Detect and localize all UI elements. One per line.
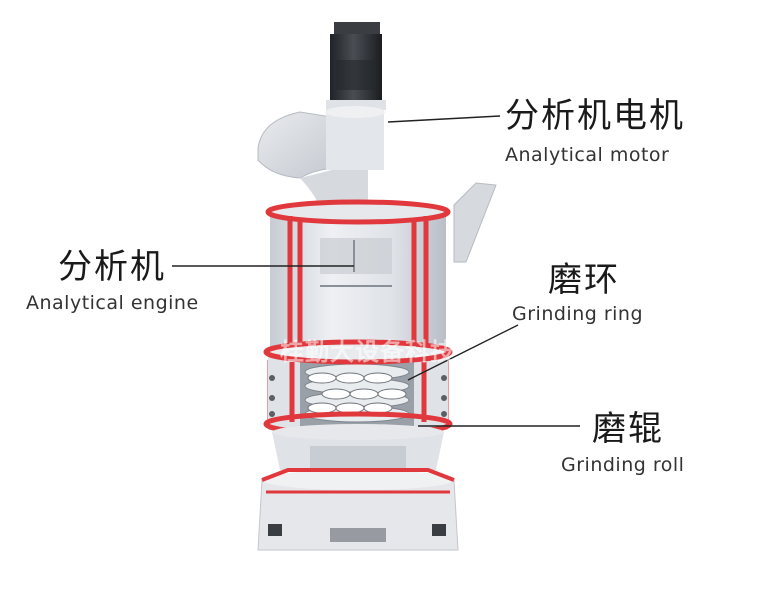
grinding-roll	[307, 372, 407, 414]
engine-label-en: Analytical engine	[26, 292, 199, 314]
feed-chute	[453, 182, 497, 263]
watermark-text: 桂勤大设备科技	[280, 338, 455, 366]
motor-label-zh: 分析机电机	[505, 96, 685, 136]
leader-line-motor	[387, 115, 501, 123]
ring-label-zh: 磨环	[548, 260, 620, 300]
machine-base	[257, 424, 459, 551]
engine-label-zh: 分析机	[58, 247, 166, 287]
outlet-pipe	[257, 106, 385, 212]
motor-label-en: Analytical motor	[505, 144, 670, 166]
side-bolts	[269, 375, 447, 417]
roll-label-zh: 磨辊	[592, 409, 664, 449]
analytical-engine-body	[270, 202, 446, 362]
ring-label-en: Grinding ring	[512, 303, 644, 325]
leader-line-ring	[407, 324, 519, 381]
leader-lines	[172, 115, 580, 427]
analytical-motor	[326, 22, 386, 110]
roll-label-en: Grinding roll	[561, 454, 685, 476]
